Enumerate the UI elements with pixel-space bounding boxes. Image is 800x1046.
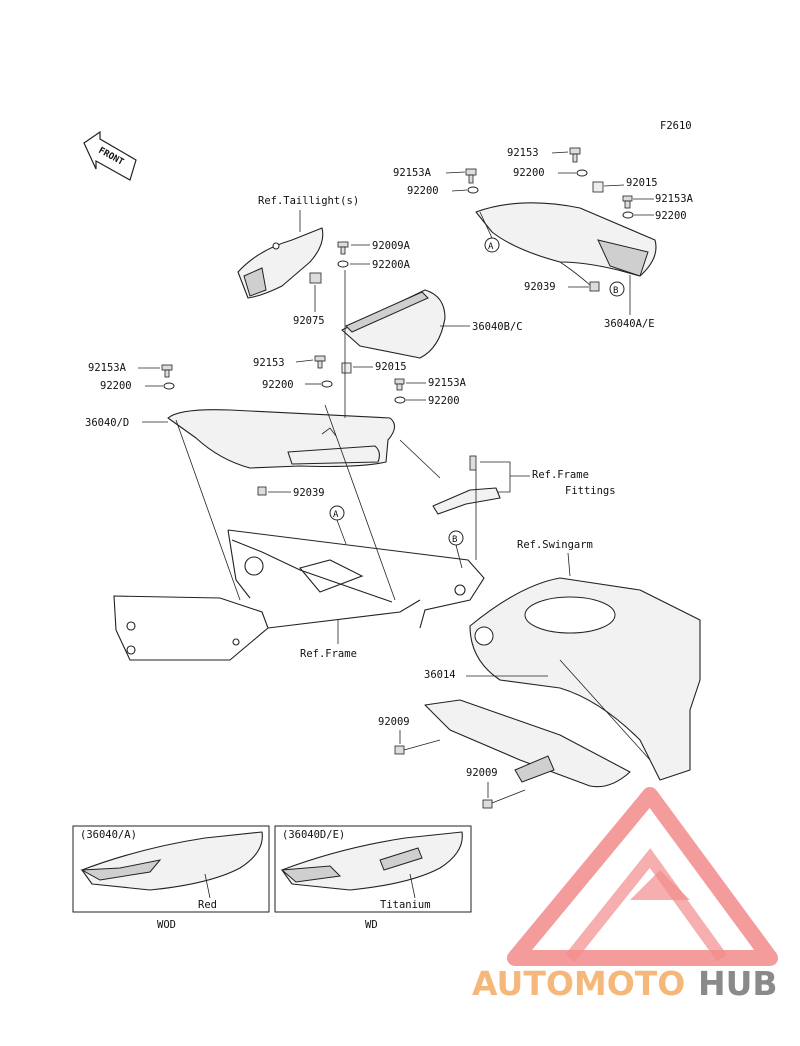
label-92153-top: 92153 [507,147,539,159]
label-92200-right: 92200 [655,210,687,222]
label-92015-top: 92015 [626,177,658,189]
washer-icon [163,382,175,390]
label-ref-taillight: Ref.Taillight(s) [258,195,359,207]
screw-icon [465,168,477,184]
side-cover-right [475,202,657,286]
washer-icon [576,169,588,177]
taillight [237,227,324,299]
front-arrow-icon: FRONT [83,130,137,181]
logo-text-automoto: AUTOMOTO [472,964,685,1003]
label-ref-swingarm: Ref.Swingarm [517,539,593,551]
frame-fittings [432,455,501,515]
label-36040AE: 36040A/E [604,318,655,330]
inset-code-titanium: (36040D/E) [282,829,345,841]
label-92039-mid: 92039 [293,487,325,499]
label-92075: 92075 [293,315,325,327]
screw-icon [622,195,633,209]
inset-box-titanium [274,825,472,913]
label-92200A: 92200A [372,259,411,271]
washer-icon [467,186,479,194]
washer-icon [394,396,406,404]
label-92200-mid: 92200 [262,379,294,391]
callout-a-label: A [488,242,494,252]
callout-b2-label: B [452,535,457,545]
collar-icon [341,362,352,374]
washer-icon [321,380,333,388]
bolt-icon [394,745,405,755]
label-92153A-top: 92153A [393,167,432,179]
nut-icon [589,281,600,292]
label-36014: 36014 [424,669,456,681]
callout-b-label: B [613,286,618,296]
collar-icon [592,181,604,193]
swingarm [469,577,701,781]
inset-model-red: WOD [157,919,176,931]
label-92153A-mid: 92153A [428,377,467,389]
inset-box-red [72,825,270,913]
washer-icon [337,260,349,268]
rear-frame [113,529,485,661]
inset-model-titanium: WD [365,919,378,931]
label-ref-frame-fittings-2: Fittings [565,485,616,497]
label-92009A: 92009A [372,240,411,252]
callout-a2-label: A [333,510,339,520]
label-92039-right: 92039 [524,281,556,293]
label-36040D: 36040/D [85,417,129,429]
callout-b-icon [609,281,625,297]
screw-icon [394,378,405,391]
label-92200-left: 92200 [100,380,132,392]
label-ref-frame: Ref.Frame [300,648,357,660]
label-92009-b: 92009 [466,767,498,779]
washer-icon [622,211,634,219]
label-92015-mid: 92015 [375,361,407,373]
label-92200-top-right: 92200 [513,167,545,179]
label-92200-top-left: 92200 [407,185,439,197]
label-36040BC: 36040B/C [472,321,523,333]
nut-icon [257,486,267,496]
side-cover-left [167,409,396,469]
logo-text-hub: HUB [698,964,778,1003]
bolt-icon [482,799,493,809]
inset-color-red: Red [198,899,217,911]
label-92153A-right: 92153A [655,193,694,205]
screw-icon [569,147,581,163]
label-92200-mid-right: 92200 [428,395,460,407]
center-cover [341,289,446,359]
label-92009-a: 92009 [378,716,410,728]
automotohub-logo: AUTOMOTO HUB [472,787,778,1003]
label-92153A-left: 92153A [88,362,127,374]
screw-icon [337,241,349,255]
grommet-icon [309,272,322,284]
label-ref-frame-fittings-1: Ref.Frame [532,469,589,481]
inset-color-titanium: Titanium [380,899,431,911]
chain-cover [424,699,631,788]
screw-icon [314,355,326,369]
figure-code: F2610 [660,120,692,132]
screw-icon [161,364,173,378]
inset-code-red: (36040/A) [80,829,137,841]
label-92153-mid: 92153 [253,357,285,369]
